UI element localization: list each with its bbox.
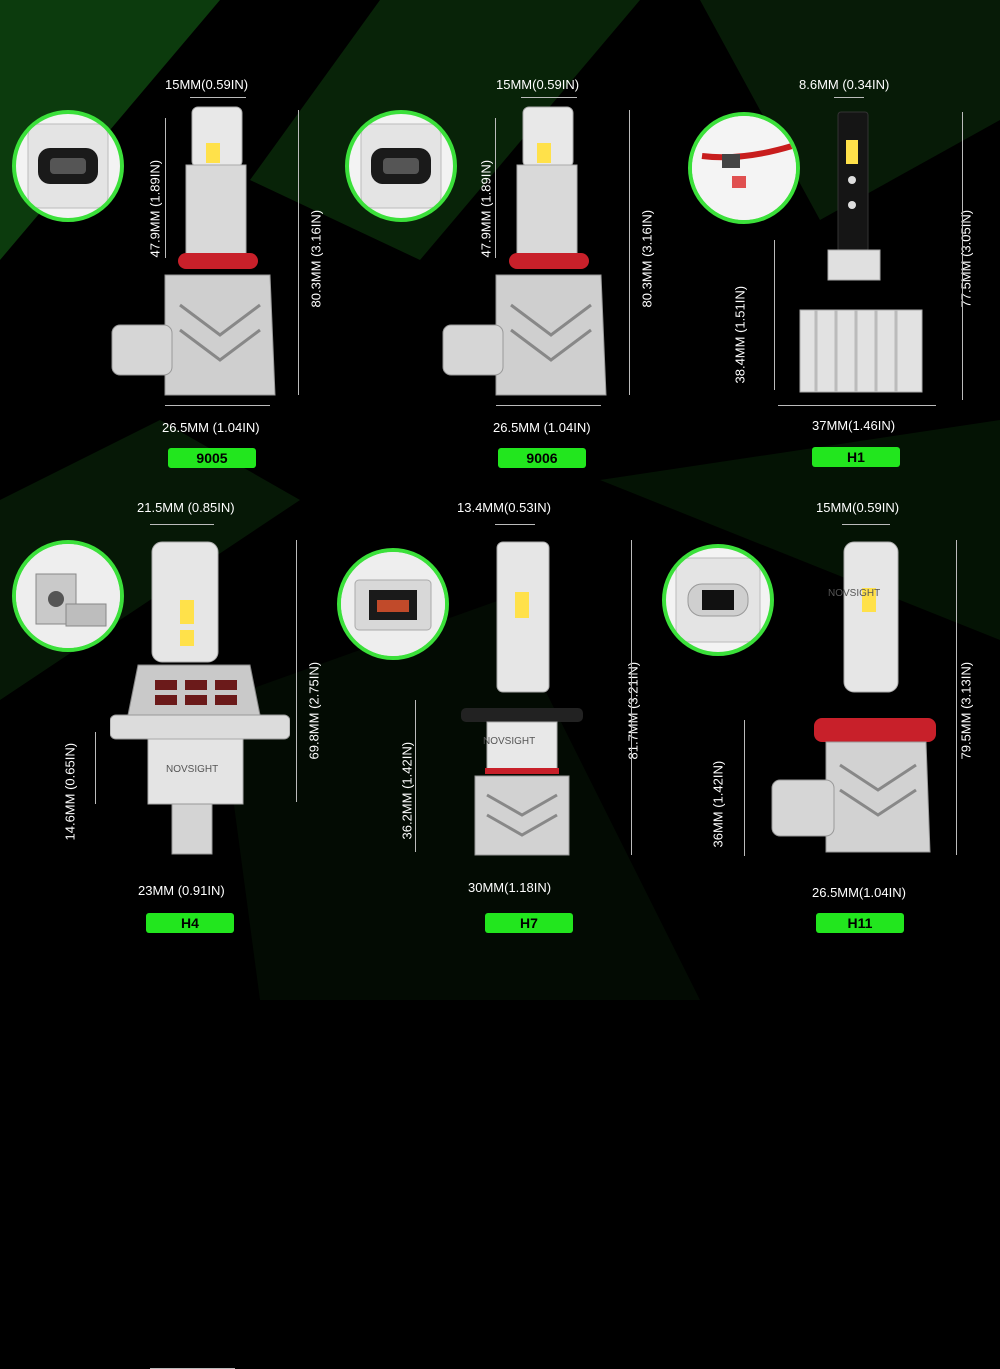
height-lower-label: 14.6MM (0.65IN)	[62, 742, 78, 841]
connector-inset	[12, 540, 124, 652]
width-top-label: 21.5MM (0.85IN)	[137, 500, 235, 515]
width-base-line	[496, 405, 601, 406]
height-lower-line	[774, 240, 775, 390]
height-lower-label: 38.4MM (1.51IN)	[732, 285, 748, 384]
width-top-label: 15MM(0.59IN)	[496, 77, 580, 92]
bulb-panel-9005: 15MM(0.59IN) 47.9MM (1.89IN) 80.3MM (3.1…	[0, 0, 333, 500]
connector-inset	[12, 110, 124, 222]
height-total-label: 81.7MM (3.21IN)	[625, 661, 641, 760]
width-top-line	[190, 97, 246, 98]
bulb-image	[771, 541, 936, 853]
height-total-line	[631, 540, 632, 855]
bulb-panel-9006: 15MM(0.59IN) 47.9MM (1.89IN) 80.3MM (3.1…	[333, 0, 666, 500]
width-base-line	[165, 405, 270, 406]
width-top-label: 15MM(0.59IN)	[165, 77, 249, 92]
width-top-line	[150, 524, 214, 525]
bulb-panel-h11: 15MM(0.59IN) NOVSIGHT 36MM (1.42IN) 79.5…	[662, 500, 999, 1000]
background	[0, 0, 1000, 1000]
model-badge: 9006	[498, 448, 586, 468]
height-lower-line	[415, 700, 416, 852]
bulb-image	[461, 541, 583, 856]
model-badge: H1	[812, 447, 900, 467]
height-upper-line	[495, 118, 496, 258]
height-total-line	[956, 540, 957, 855]
height-total-line	[962, 112, 963, 400]
height-lower-line	[744, 720, 745, 856]
width-base-label: 26.5MM(1.04IN)	[812, 885, 906, 900]
bulb-panel-h1: 8.6MM (0.34IN) 38.4MM (1.51IN) 77.5MM (3…	[666, 0, 999, 500]
width-base-label: 37MM(1.46IN)	[812, 418, 896, 433]
width-base-label: 26.5MM (1.04IN)	[162, 420, 260, 435]
brand-label: NOVSIGHT	[166, 764, 219, 775]
brand-label: NOVSIGHT	[828, 588, 881, 599]
height-total-label: 69.8MM (2.75IN)	[306, 661, 322, 760]
width-top-line	[495, 524, 535, 525]
width-top-line	[521, 97, 577, 98]
width-top-line	[834, 97, 864, 98]
width-top-label: 8.6MM (0.34IN)	[799, 77, 890, 92]
bulb-image	[110, 541, 290, 855]
connector-inset	[345, 110, 457, 222]
width-top-label: 15MM(0.59IN)	[816, 500, 900, 515]
model-badge: 9005	[168, 448, 256, 468]
model-badge: H11	[816, 913, 904, 933]
model-badge: H7	[485, 913, 573, 933]
bulb-panel-h4: 21.5MM (0.85IN) NOVSIGHT 14.6MM (0.65IN)…	[0, 500, 333, 1369]
bulb-panel-h7: 13.4MM(0.53IN) NOVSIGHT 36.2MM (1.42IN) …	[333, 500, 666, 1000]
height-total-label: 80.3MM (3.16IN)	[308, 209, 324, 308]
height-lower-label: 36.2MM (1.42IN)	[399, 741, 415, 840]
wire-connector-inset	[688, 112, 800, 224]
height-total-label: 80.3MM (3.16IN)	[639, 209, 655, 308]
height-total-line	[298, 110, 299, 395]
bulb-image	[799, 111, 923, 393]
brand-label: NOVSIGHT	[483, 736, 536, 747]
height-total-line	[296, 540, 297, 802]
height-total-line	[629, 110, 630, 395]
width-base-label: 30MM(1.18IN)	[468, 880, 552, 895]
bulb-image	[111, 106, 276, 396]
height-lower-line	[95, 732, 96, 804]
height-total-label: 79.5MM (3.13IN)	[958, 661, 974, 760]
width-base-line	[778, 405, 936, 406]
height-total-label: 77.5MM (3.05IN)	[958, 209, 974, 308]
connector-inset	[662, 544, 774, 656]
height-lower-label: 36MM (1.42IN)	[710, 760, 726, 848]
width-top-label: 13.4MM(0.53IN)	[457, 500, 551, 515]
model-badge: H4	[146, 913, 234, 933]
width-top-line	[842, 524, 890, 525]
width-base-label: 23MM (0.91IN)	[138, 883, 225, 898]
bulb-image	[442, 106, 607, 396]
width-base-label: 26.5MM (1.04IN)	[493, 420, 591, 435]
connector-inset	[337, 548, 449, 660]
height-upper-line	[165, 118, 166, 258]
